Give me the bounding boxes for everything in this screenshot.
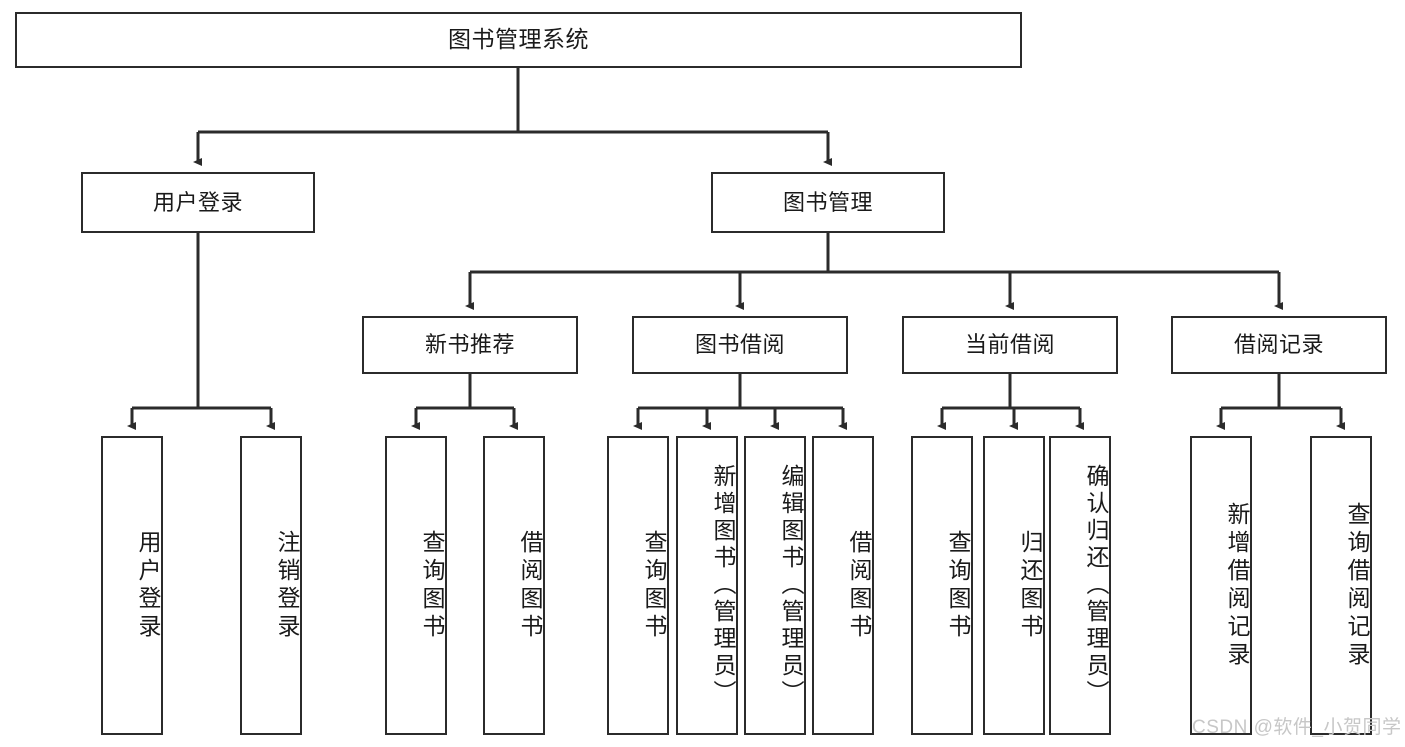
- node-label: 借阅记录: [1233, 332, 1324, 358]
- node-label: 当前借阅: [964, 332, 1055, 358]
- node-borrow[interactable]: 图书借阅: [632, 316, 848, 374]
- node-label: 用户登录: [152, 189, 243, 215]
- node-current[interactable]: 当前借阅: [902, 316, 1118, 374]
- node-leaf-query-book-1[interactable]: 查询图书: [385, 436, 447, 735]
- node-label: 查询图书: [945, 529, 971, 642]
- node-label: 注销登录: [274, 529, 300, 642]
- node-newbook[interactable]: 新书推荐: [362, 316, 578, 374]
- node-leaf-logout[interactable]: 注销登录: [240, 436, 302, 735]
- node-leaf-add-book[interactable]: 新增图书（管理员）: [676, 436, 738, 735]
- node-label: 查询图书: [641, 529, 667, 642]
- node-label: 借阅图书: [517, 529, 543, 642]
- node-label: 图书借阅: [694, 332, 785, 358]
- node-label: 新书推荐: [424, 332, 515, 358]
- node-label: 用户登录: [135, 529, 161, 642]
- node-root[interactable]: 图书管理系统: [15, 12, 1022, 68]
- node-leaf-user-login[interactable]: 用户登录: [101, 436, 163, 735]
- node-leaf-borrow-book-2[interactable]: 借阅图书: [812, 436, 874, 735]
- node-label: 图书管理: [782, 189, 873, 215]
- node-login[interactable]: 用户登录: [81, 172, 315, 233]
- node-label: 新增借阅记录: [1224, 501, 1250, 670]
- node-label: 归还图书: [1017, 529, 1043, 642]
- node-records[interactable]: 借阅记录: [1171, 316, 1387, 374]
- node-label: 查询图书: [419, 529, 445, 642]
- node-leaf-add-record[interactable]: 新增借阅记录: [1190, 436, 1252, 735]
- node-leaf-query-record[interactable]: 查询借阅记录: [1310, 436, 1372, 735]
- node-leaf-confirm-return[interactable]: 确认归还（管理员）: [1049, 436, 1111, 735]
- node-leaf-query-book-3[interactable]: 查询图书: [911, 436, 973, 735]
- node-leaf-query-book-2[interactable]: 查询图书: [607, 436, 669, 735]
- node-label: 编辑图书（管理员）: [778, 464, 804, 707]
- node-leaf-return-book[interactable]: 归还图书: [983, 436, 1045, 735]
- node-label: 图书管理系统: [448, 26, 589, 53]
- node-leaf-borrow-book-1[interactable]: 借阅图书: [483, 436, 545, 735]
- node-label: 查询借阅记录: [1344, 501, 1370, 670]
- node-label: 新增图书（管理员）: [710, 464, 736, 707]
- node-leaf-edit-book[interactable]: 编辑图书（管理员）: [744, 436, 806, 735]
- node-bookmgmt[interactable]: 图书管理: [711, 172, 945, 233]
- node-label: 确认归还（管理员）: [1083, 464, 1109, 707]
- node-label: 借阅图书: [846, 529, 872, 642]
